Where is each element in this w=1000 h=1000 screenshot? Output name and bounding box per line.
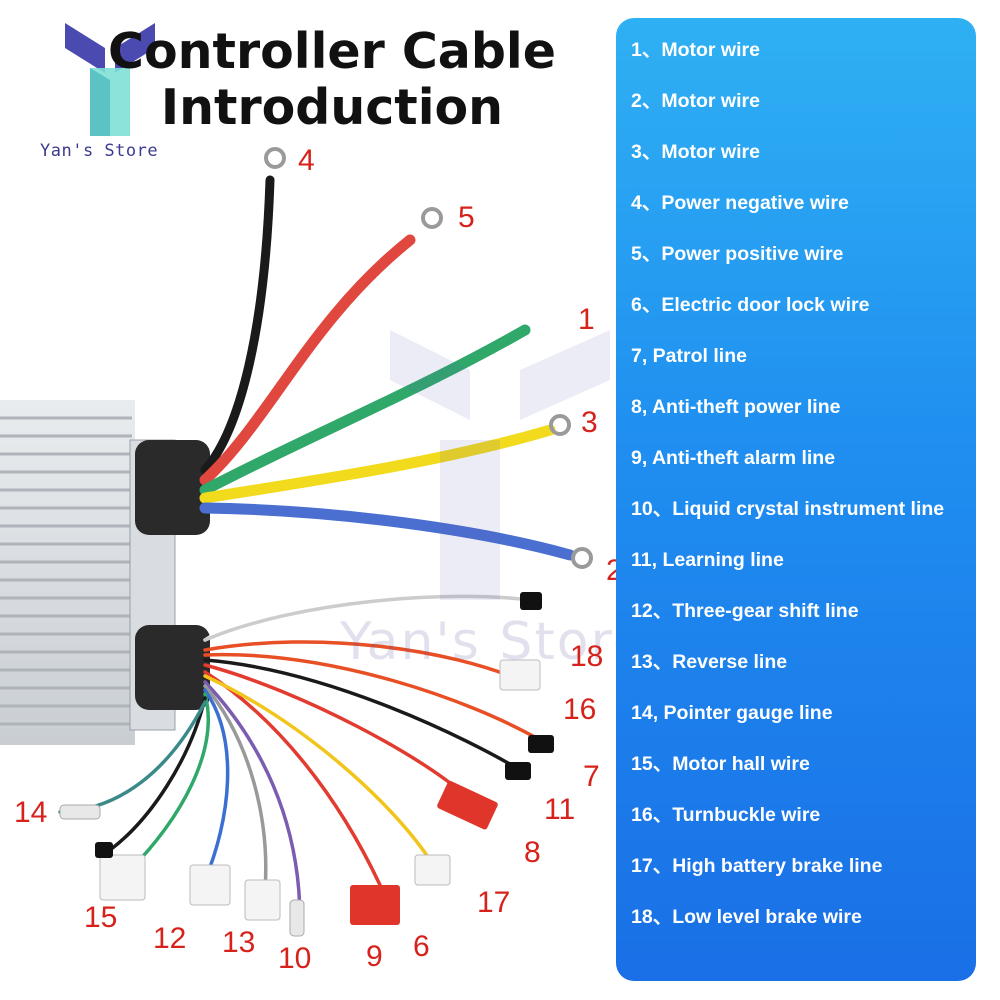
legend-item-18: 18、Low level brake wire	[631, 906, 862, 928]
legend-item-4: 4、Power negative wire	[631, 192, 849, 214]
label-11: 11	[544, 793, 576, 826]
store-watermark: Yan's Store	[340, 612, 647, 672]
label-15: 15	[84, 901, 118, 934]
label-3: 3	[581, 406, 598, 439]
legend-item-16: 16、Turnbuckle wire	[631, 804, 821, 826]
page-title: Controller Cable Introduction	[72, 24, 592, 136]
legend-item-12: 12、Three-gear shift line	[631, 600, 859, 622]
legend-item-2: 2、Motor wire	[631, 90, 760, 112]
legend-item-5: 5、Power positive wire	[631, 243, 844, 265]
title-line-1: Controller Cable	[108, 23, 556, 80]
label-7: 7	[583, 760, 600, 793]
legend-item-14: 14, Pointer gauge line	[631, 702, 833, 724]
thick-wires	[199, 175, 576, 561]
label-5: 5	[458, 201, 475, 234]
store-name: Yan's Store	[40, 141, 159, 161]
watermark-logo-icon	[390, 330, 610, 600]
legend-item-6: 6、Electric door lock wire	[631, 294, 870, 316]
legend-item-7: 7, Patrol line	[631, 345, 747, 367]
label-4: 4	[298, 144, 315, 177]
label-17: 17	[477, 886, 511, 919]
legend-item-3: 3、Motor wire	[631, 141, 760, 163]
legend-item-10: 10、Liquid crystal instrument line	[631, 498, 945, 520]
lower-cable-gland	[135, 625, 210, 710]
legend-item-13: 13、Reverse line	[631, 651, 788, 673]
label-8: 8	[524, 836, 541, 869]
ring-terminals	[264, 147, 593, 569]
label-6: 6	[413, 930, 430, 963]
label-18: 18	[570, 640, 604, 673]
label-12: 12	[153, 922, 187, 955]
legend-item-9: 9, Anti-theft alarm line	[631, 447, 836, 469]
label-9: 9	[366, 940, 383, 973]
controller-diagram	[0, 147, 610, 937]
upper-cable-gland	[135, 440, 210, 535]
legend-item-8: 8, Anti-theft power line	[631, 396, 841, 418]
label-16: 16	[563, 693, 597, 726]
label-1: 1	[578, 303, 595, 336]
title-line-2: Introduction	[160, 79, 504, 136]
label-10: 10	[278, 942, 312, 975]
label-14: 14	[14, 796, 48, 829]
legend-item-11: 11, Learning line	[631, 549, 784, 571]
yan-logo-icon	[65, 23, 155, 136]
legend-item-15: 15、Motor hall wire	[631, 753, 810, 775]
legend-item-17: 17、High battery brake line	[631, 855, 883, 877]
legend-item-1: 1、Motor wire	[631, 39, 760, 61]
legend-panel: 1、Motor wire 2、Motor wire 3、Motor wire 4…	[616, 18, 976, 981]
label-13: 13	[222, 926, 256, 959]
connectors	[59, 592, 554, 937]
